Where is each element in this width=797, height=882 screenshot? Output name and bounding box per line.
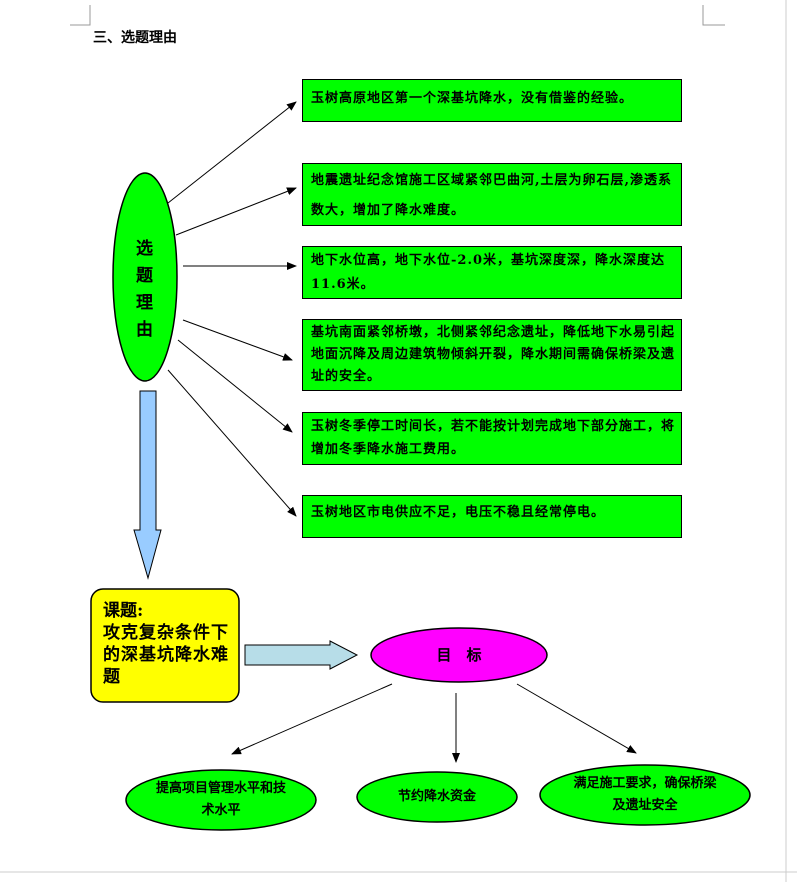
corner-mark bbox=[702, 5, 725, 26]
reason-box: 基坑南面紧邻桥墩，北侧紧邻纪念遗址，降低地下水易引起地面沉降及周边建筑物倾斜开裂… bbox=[302, 319, 682, 391]
goal-label: 目 标 bbox=[436, 646, 482, 664]
topic-text: 攻克复杂条件下的深基坑降水难题 bbox=[103, 623, 229, 687]
topic-label: 课题: bbox=[103, 601, 144, 621]
target-ellipse bbox=[356, 771, 518, 823]
center-label-char: 理 bbox=[136, 293, 153, 313]
arrow bbox=[167, 369, 297, 517]
section-heading: 三、选题理由 bbox=[93, 30, 177, 46]
reason-box: 地震遗址纪念馆施工区域紧邻巴曲河,土层为卵石层,渗透系数大，增加了降水难度。 bbox=[302, 163, 682, 226]
reason-box: 玉树高原地区第一个深基坑降水，没有借鉴的经验。 bbox=[302, 79, 682, 122]
topic-box bbox=[90, 588, 240, 703]
goal-ellipse bbox=[370, 627, 548, 683]
reason-box: 地下水位高，地下水位-2.0米，基坑深度深，降水深度达11.6米。 bbox=[302, 246, 682, 299]
center-label-char: 由 bbox=[136, 320, 153, 340]
arrow bbox=[177, 339, 293, 433]
reason-arrows bbox=[167, 101, 637, 763]
right-arrow bbox=[244, 640, 359, 670]
arrow bbox=[167, 101, 297, 204]
arrow bbox=[175, 187, 297, 236]
center-label-char: 题 bbox=[136, 266, 153, 286]
target-ellipse bbox=[539, 764, 751, 826]
arrow bbox=[516, 683, 637, 754]
arrow bbox=[231, 683, 393, 755]
arrow bbox=[182, 319, 293, 361]
target-label: 满足施工要求，确保桥梁及遗址安全 bbox=[573, 776, 717, 813]
target-ellipse bbox=[125, 769, 317, 831]
reason-ellipse bbox=[112, 172, 178, 382]
down-arrow bbox=[133, 390, 162, 580]
target-label: 节约降水资金 bbox=[397, 789, 476, 804]
center-label-char: 选 bbox=[136, 239, 153, 259]
target-label: 提高项目管理水平和技术水平 bbox=[155, 781, 286, 818]
reason-box: 玉树地区市电供应不足，电压不稳且经常停电。 bbox=[302, 495, 682, 538]
reason-box: 玉树冬季停工时间长，若不能按计划完成地下部分施工，将增加冬季降水施工费用。 bbox=[302, 412, 682, 465]
topic-text-block: 课题: 攻克复杂条件下的深基坑降水难题 bbox=[103, 600, 233, 688]
corner-mark bbox=[70, 5, 91, 26]
